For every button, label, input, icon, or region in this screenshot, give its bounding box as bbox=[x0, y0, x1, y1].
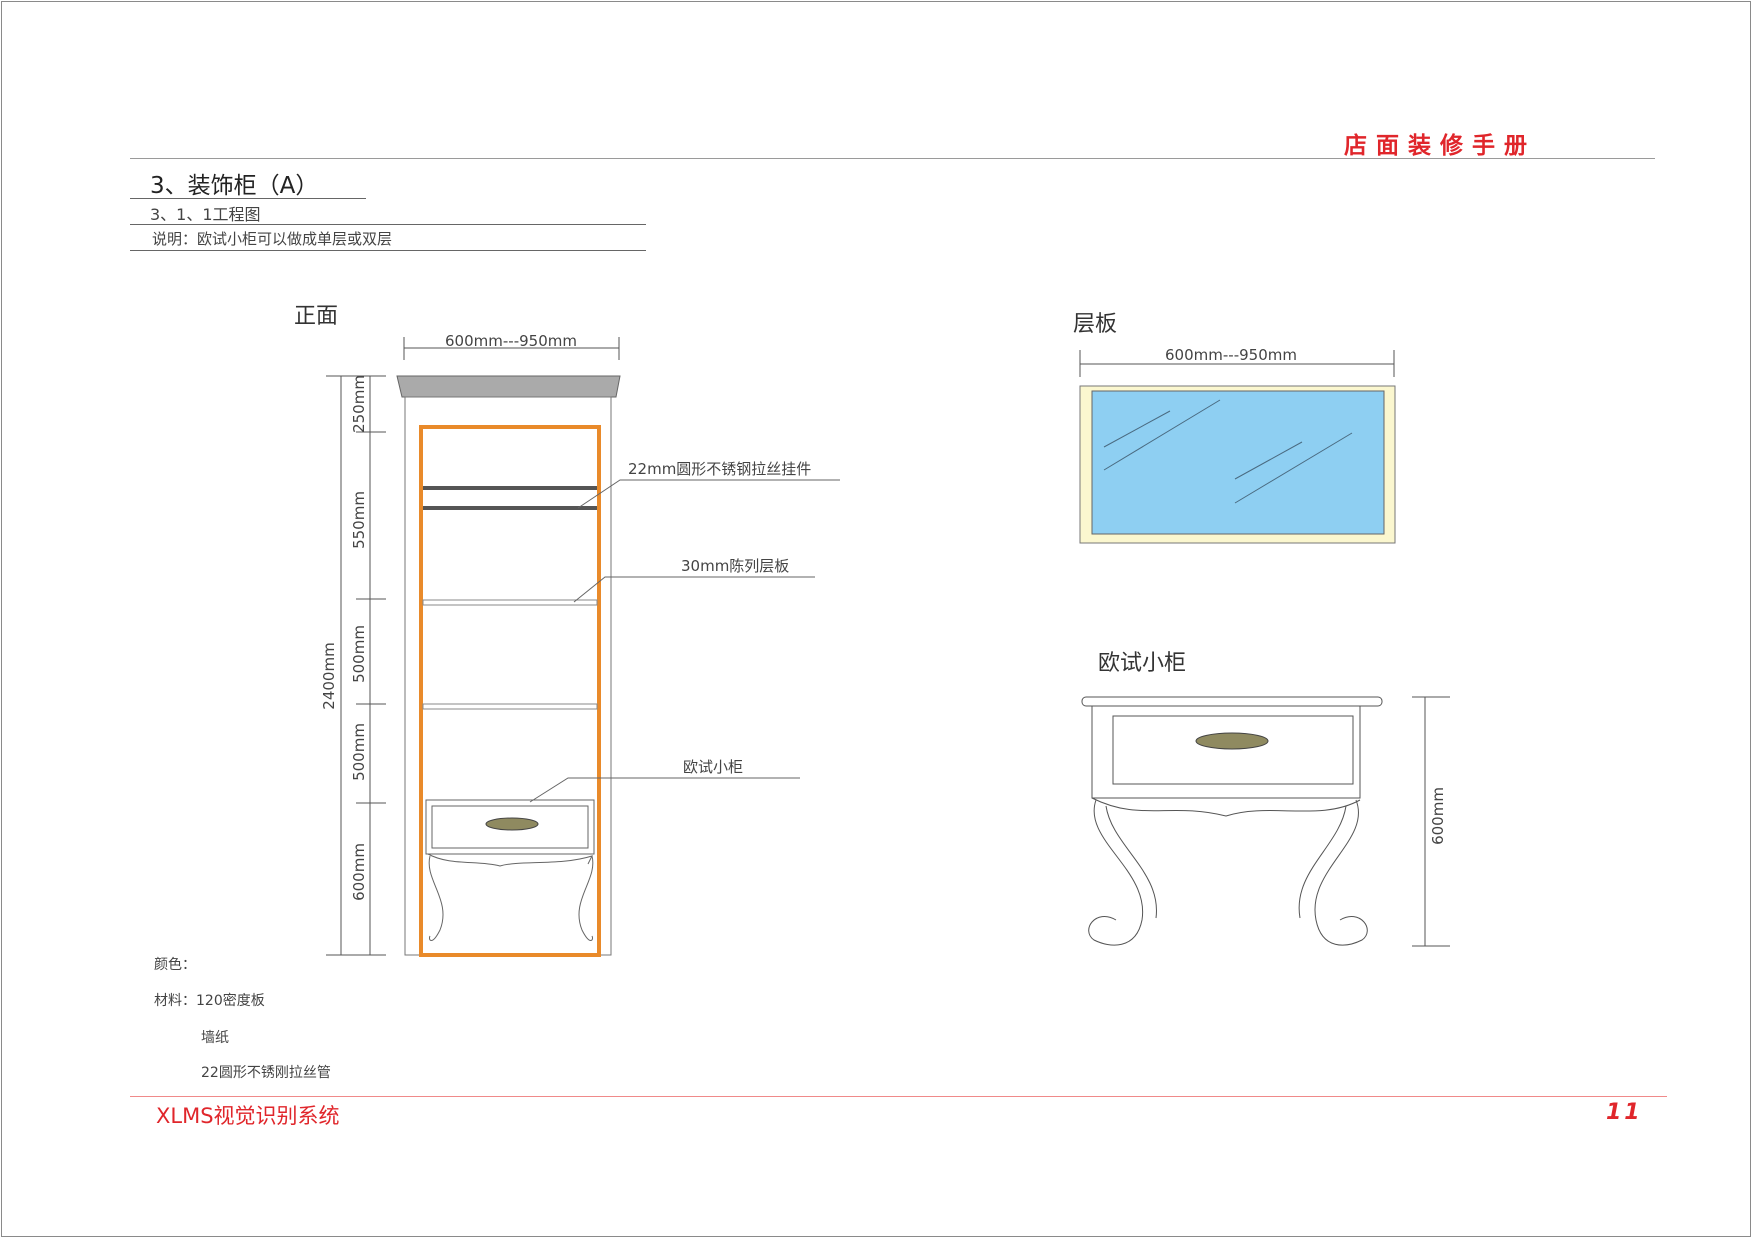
callout-shelf: 30mm陈列层板 bbox=[681, 557, 789, 575]
segment-height-4: 500mm bbox=[350, 723, 368, 781]
shelf-width-text: 600mm---950mm bbox=[1165, 346, 1297, 364]
small-cabinet-front bbox=[425, 799, 595, 941]
cabinet-view-label: 欧试小柜 bbox=[1098, 651, 1187, 676]
segment-height-5: 600mm bbox=[350, 843, 368, 901]
description-rule bbox=[130, 250, 646, 251]
section-description: 说明：欧试小柜可以做成单层或双层 bbox=[152, 230, 393, 248]
shelf-width-dimension bbox=[1079, 350, 1395, 377]
cabinet-handle-icon bbox=[1195, 732, 1269, 750]
front-width-text: 600mm---950mm bbox=[445, 332, 577, 350]
segment-height-2: 550mm bbox=[350, 491, 368, 549]
manual-title: 店面装修手册 bbox=[1344, 133, 1536, 159]
footer-rule bbox=[130, 1096, 1667, 1097]
front-height-dimension bbox=[326, 375, 386, 956]
shelf-view-label: 层板 bbox=[1073, 312, 1118, 337]
callout-cabinet: 欧试小柜 bbox=[683, 758, 743, 776]
crown-molding bbox=[396, 375, 621, 398]
callout-leaders bbox=[529, 479, 840, 803]
subtitle-rule bbox=[130, 224, 646, 225]
small-cabinet-side bbox=[1081, 696, 1383, 946]
display-shelf-1 bbox=[422, 599, 598, 606]
page-number: 11 bbox=[1606, 1100, 1643, 1125]
cabinet-height-text: 600mm bbox=[1429, 787, 1447, 845]
display-shelf-2 bbox=[422, 703, 598, 710]
hanging-rod-bottom bbox=[423, 506, 597, 510]
section-subtitle: 3、1、1工程图 bbox=[150, 205, 261, 224]
section-title-rule bbox=[130, 198, 366, 199]
header-rule bbox=[130, 158, 1655, 159]
cabinet-carcass bbox=[404, 396, 612, 956]
material-wallpaper: 墙纸 bbox=[201, 1030, 229, 1046]
section-title: 3、装饰柜（A） bbox=[150, 173, 319, 199]
front-width-dimension bbox=[403, 337, 620, 360]
glass-reflection-lines bbox=[1103, 399, 1353, 504]
drawer-handle-icon bbox=[485, 817, 539, 831]
color-note: 颜色： bbox=[154, 957, 196, 973]
total-height-text: 2400mm bbox=[320, 642, 338, 709]
segment-height-1: 250mm bbox=[350, 375, 368, 433]
inner-frame bbox=[419, 425, 601, 957]
callout-hanger: 22mm圆形不锈钢拉丝挂件 bbox=[628, 460, 811, 478]
material-pipe: 22圆形不锈刚拉丝管 bbox=[201, 1065, 331, 1081]
front-view-label: 正面 bbox=[294, 304, 339, 329]
footer-brand: XLMS视觉识别系统 bbox=[156, 1104, 340, 1128]
segment-height-3: 500mm bbox=[350, 625, 368, 683]
hanging-rod-top bbox=[423, 486, 597, 490]
glass-panel bbox=[1091, 390, 1385, 535]
cabinet-height-dimension bbox=[1412, 696, 1450, 947]
material-note: 材料：120密度板 bbox=[154, 993, 265, 1009]
